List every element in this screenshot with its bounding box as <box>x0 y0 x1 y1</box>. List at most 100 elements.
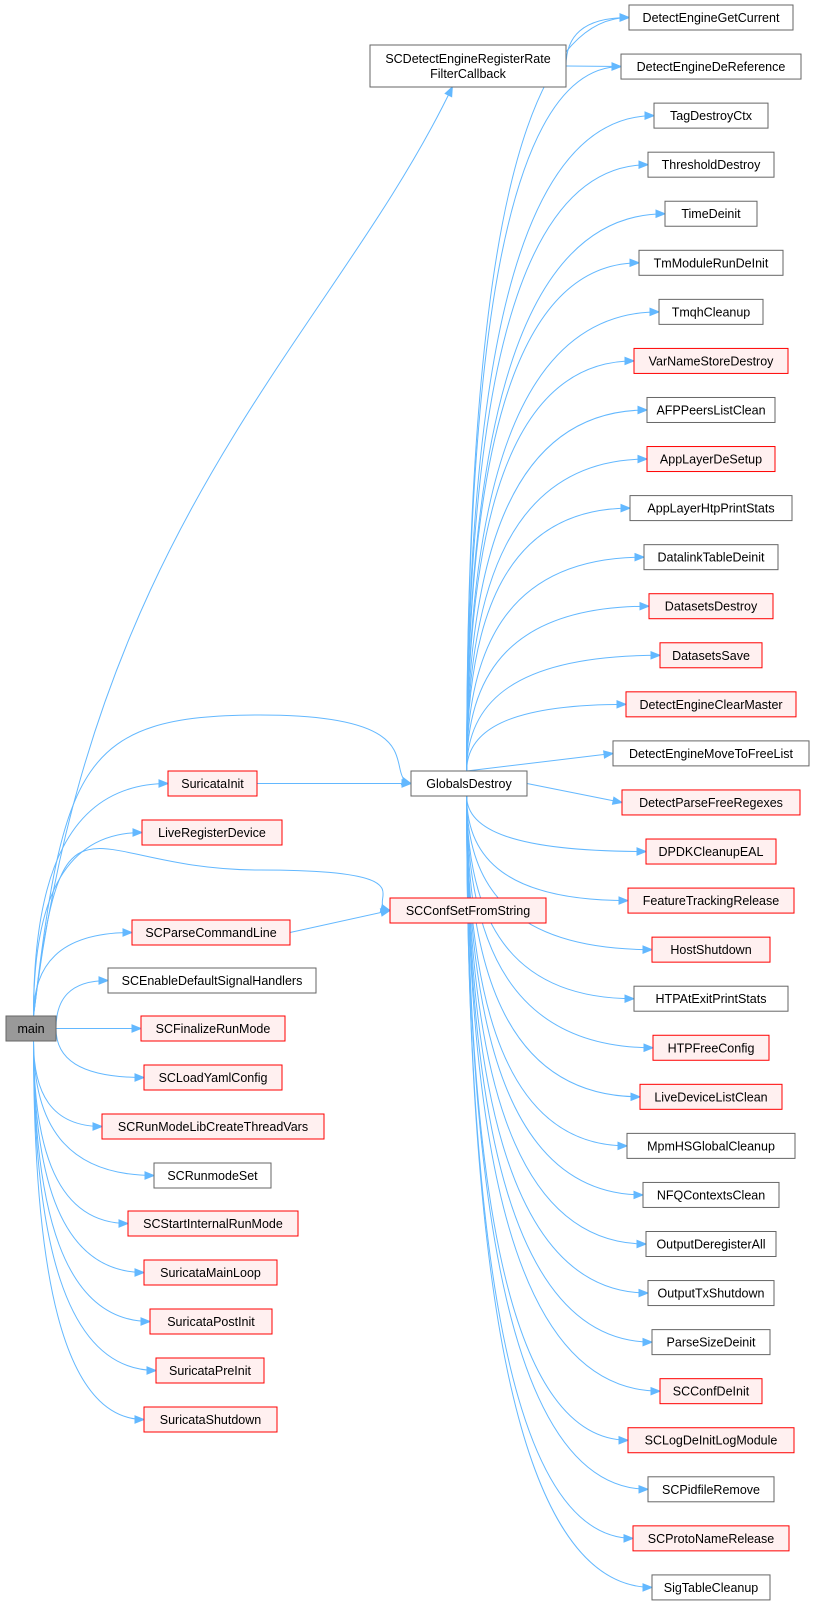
edge-globalsdestroy-to-parsesize <box>466 795 654 1347</box>
node-box <box>5 1015 57 1042</box>
node-preinit[interactable]: SuricataPreInit <box>155 1357 265 1384</box>
node-tmqh[interactable]: TmqhCleanup <box>658 298 764 325</box>
node-logdeinit[interactable]: SCLogDeInitLogModule <box>627 1427 795 1454</box>
edge-globalsdestroy-to-afppeers <box>466 405 649 772</box>
node-box <box>643 544 779 571</box>
edge-parsecmd-to-confsetfromstring <box>289 908 392 933</box>
node-label: TagDestroyCtx <box>670 109 753 123</box>
edge-main-to-shutdown <box>33 1040 146 1424</box>
node-demovetofree[interactable]: DetectEngineMoveToFreeList <box>612 740 810 767</box>
edge-suricatainit-to-globalsdestroy <box>257 779 413 788</box>
node-label: OutputTxShutdown <box>657 1287 764 1301</box>
node-timedeinit[interactable]: TimeDeinit <box>664 200 758 227</box>
node-box <box>167 770 258 797</box>
edge-line <box>33 932 133 1017</box>
node-finalize[interactable]: SCFinalizeRunMode <box>140 1015 286 1042</box>
node-label: AFPPeersListClean <box>656 403 765 417</box>
edge-arrowhead <box>618 1435 630 1445</box>
edge-main-to-suricatainit <box>33 779 170 1017</box>
node-thresholddestroy[interactable]: ThresholdDestroy <box>647 151 775 178</box>
node-box <box>645 838 777 865</box>
node-hostshutdown[interactable]: HostShutdown <box>651 936 771 963</box>
node-box <box>633 347 789 374</box>
node-tagdestroy[interactable]: TagDestroyCtx <box>653 102 769 129</box>
edge-line <box>466 262 640 772</box>
node-mpmhs[interactable]: MpmHSGlobalCleanup <box>626 1132 796 1159</box>
node-outputdereg[interactable]: OutputDeregisterAll <box>645 1231 777 1257</box>
node-protoname[interactable]: SCProtoNameRelease <box>632 1525 790 1552</box>
node-datasetsdestroy[interactable]: DatasetsDestroy <box>648 593 774 620</box>
node-parsecmd[interactable]: SCParseCommandLine <box>131 919 291 946</box>
node-runmodelib[interactable]: SCRunModeLibCreateThreadVars <box>101 1113 325 1140</box>
node-liveregister[interactable]: LiveRegisterDevice <box>141 819 283 846</box>
edge-globalsdestroy-to-outputdereg <box>466 795 648 1249</box>
node-label: AppLayerHtpPrintStats <box>647 502 774 516</box>
node-appdesetup[interactable]: AppLayerDeSetup <box>646 446 776 473</box>
node-box <box>659 1378 763 1405</box>
node-label: SuricataMainLoop <box>160 1266 261 1280</box>
edge-arrowhead <box>650 1386 662 1396</box>
node-runmodeset[interactable]: SCRunmodeSet <box>153 1162 272 1189</box>
node-box <box>389 897 547 924</box>
node-datalink[interactable]: DatalinkTableDeinit <box>643 544 779 571</box>
edge-globalsdestroy-to-datalink <box>466 552 646 772</box>
node-dederef[interactable]: DetectEngineDeReference <box>620 53 802 80</box>
node-featuretracking[interactable]: FeatureTrackingRelease <box>627 887 795 914</box>
edge-line <box>466 654 661 772</box>
node-postinit[interactable]: SuricataPostInit <box>149 1308 273 1335</box>
node-nfq[interactable]: NFQContextsClean <box>642 1181 780 1208</box>
node-apphtp[interactable]: AppLayerHtpPrintStats <box>629 495 793 522</box>
node-htpfree[interactable]: HTPFreeConfig <box>652 1034 770 1061</box>
edge-arrowhead <box>92 1122 104 1131</box>
node-box <box>612 740 810 767</box>
edge-arrowhead <box>650 650 662 660</box>
edge-line <box>466 409 648 772</box>
node-tmmodule[interactable]: TmModuleRunDeInit <box>638 249 784 276</box>
node-dpdk[interactable]: DPDKCleanupEAL <box>645 838 777 865</box>
edge-arrowhead <box>618 896 630 905</box>
node-globalsdestroy[interactable]: GlobalsDestroy <box>410 770 528 797</box>
edge-line <box>33 1040 145 1273</box>
node-suricatainit[interactable]: SuricataInit <box>167 770 258 797</box>
node-confdeinit[interactable]: SCConfDeInit <box>659 1378 763 1405</box>
edge-line <box>55 980 109 1029</box>
node-varname[interactable]: VarNameStoreDestroy <box>633 347 789 374</box>
edge-arrowhead <box>638 160 650 170</box>
node-parsesize[interactable]: ParseSizeDeinit <box>651 1329 771 1356</box>
node-sigtable[interactable]: SigTableCleanup <box>651 1574 771 1601</box>
node-box <box>647 151 775 178</box>
node-mainloop[interactable]: SuricataMainLoop <box>143 1259 278 1286</box>
node-enablesig[interactable]: SCEnableDefaultSignalHandlers <box>107 967 317 994</box>
node-label: DetectEngineGetCurrent <box>643 11 780 25</box>
node-degetcurrent[interactable]: DetectEngineGetCurrent <box>628 4 794 31</box>
node-dparsefree[interactable]: DetectParseFreeRegexes <box>621 789 801 816</box>
node-label: SuricataPreInit <box>169 1364 252 1378</box>
edge-line <box>466 556 645 772</box>
node-shutdown[interactable]: SuricataShutdown <box>143 1406 278 1433</box>
node-label: NFQContextsClean <box>657 1188 765 1202</box>
edge-globalsdestroy-to-thresholddestroy <box>466 160 650 772</box>
node-label: HTPAtExitPrintStats <box>656 992 767 1006</box>
node-confsetfromstring[interactable]: SCConfSetFromString <box>389 897 547 924</box>
edge-main-to-liveregister <box>33 828 144 1017</box>
node-declearmaster[interactable]: DetectEngineClearMaster <box>625 691 797 718</box>
node-label: AppLayerDeSetup <box>660 453 762 467</box>
node-main[interactable]: main <box>5 1015 57 1042</box>
node-afppeers[interactable]: AFPPeersListClean <box>646 396 776 423</box>
edge-arrowhead <box>633 1190 645 1200</box>
node-startinternal[interactable]: SCStartInternalRunMode <box>127 1210 299 1237</box>
node-pidfile[interactable]: SCPidfileRemove <box>647 1476 775 1503</box>
node-datasetssave[interactable]: DatasetsSave <box>659 642 763 669</box>
node-label: TmModuleRunDeInit <box>654 256 769 270</box>
node-label: DetectEngineDeReference <box>637 60 786 74</box>
edge-globalsdestroy-to-datasetsdestroy <box>466 601 651 772</box>
node-outputtx[interactable]: OutputTxShutdown <box>647 1280 775 1307</box>
edge-arrowhead <box>603 750 615 759</box>
node-livedevclean[interactable]: LiveDeviceListClean <box>639 1083 783 1110</box>
node-loadyaml[interactable]: SCLoadYamlConfig <box>143 1064 283 1091</box>
edge-arrowhead <box>379 908 392 917</box>
node-label: SuricataShutdown <box>160 1413 262 1427</box>
node-htpatexit[interactable]: HTPAtExitPrintStats <box>633 985 789 1012</box>
node-label: DetectParseFreeRegexes <box>639 796 783 810</box>
